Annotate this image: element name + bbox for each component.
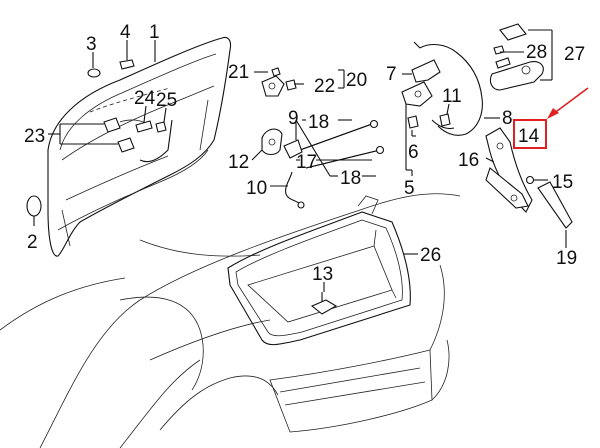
callout-23: 23 <box>24 126 45 147</box>
lock-body <box>283 139 303 159</box>
hinge-a <box>103 117 121 133</box>
vehicle-body <box>0 193 461 448</box>
callout-25: 25 <box>156 90 177 111</box>
cable-clip <box>439 113 451 127</box>
callout-7: 7 <box>386 64 397 85</box>
hinge-arm-16 <box>485 127 533 213</box>
release-cable <box>419 43 483 136</box>
trim-strip <box>525 175 573 229</box>
clip <box>119 59 135 70</box>
bump-stop <box>87 68 101 78</box>
callout-labels: 3 4 1 2 23 24 25 21 22 20 9 18 17 18 12 … <box>24 22 585 285</box>
callout-26: 26 <box>420 245 441 266</box>
callout-12: 12 <box>228 152 249 173</box>
release-mechanism <box>401 41 483 136</box>
lock-cylinder-kit <box>489 23 544 91</box>
highlight-arrow <box>552 87 589 115</box>
release-rod <box>139 119 173 163</box>
leader-lines <box>33 29 567 292</box>
callout-3: 3 <box>86 34 97 55</box>
highlight-box <box>513 119 547 149</box>
trim-piece-19 <box>537 181 573 229</box>
lock-bracket <box>135 120 153 133</box>
callout-24: 24 <box>134 88 156 109</box>
callout-2: 2 <box>27 232 38 253</box>
callout-14: 14 <box>518 126 540 147</box>
callout-11: 11 <box>442 86 462 107</box>
cable <box>285 171 301 205</box>
hinge-b <box>117 137 135 153</box>
emblem <box>26 195 42 217</box>
callout-13: 13 <box>312 264 333 285</box>
trunk-lid <box>47 36 232 257</box>
callout-1: 1 <box>149 22 160 43</box>
callout-10: 10 <box>246 178 267 199</box>
latch-upper <box>411 59 441 83</box>
bolt <box>407 115 419 129</box>
callout-16: 16 <box>458 150 479 171</box>
trunk-opening-seal <box>227 195 411 346</box>
lid-small-parts <box>26 59 173 217</box>
callout-8: 8 <box>502 108 513 129</box>
latch-assembly <box>261 67 297 97</box>
callout-19: 19 <box>556 248 577 269</box>
callout-21: 21 <box>228 62 249 83</box>
callout-5: 5 <box>404 178 415 199</box>
callout-18-top: 18 <box>308 112 329 133</box>
callout-9: 9 <box>288 108 299 129</box>
callout-6: 6 <box>408 142 419 163</box>
callout-18-bottom: 18 <box>340 168 361 189</box>
hinge-plate <box>261 128 283 156</box>
trunk-handle <box>310 292 338 315</box>
callout-17: 17 <box>296 152 317 173</box>
hinge-arm <box>485 127 533 213</box>
highlight-arrow-head <box>547 108 559 119</box>
callout-22: 22 <box>314 76 335 97</box>
latch-lower <box>401 81 433 107</box>
callout-15: 15 <box>552 172 573 193</box>
grommet-15 <box>525 175 535 185</box>
callout-27: 27 <box>564 44 585 65</box>
callout-28: 28 <box>526 42 547 63</box>
highlight-14 <box>513 87 589 149</box>
callout-20: 20 <box>346 70 367 91</box>
switch <box>155 121 167 133</box>
callout-4: 4 <box>120 22 131 43</box>
